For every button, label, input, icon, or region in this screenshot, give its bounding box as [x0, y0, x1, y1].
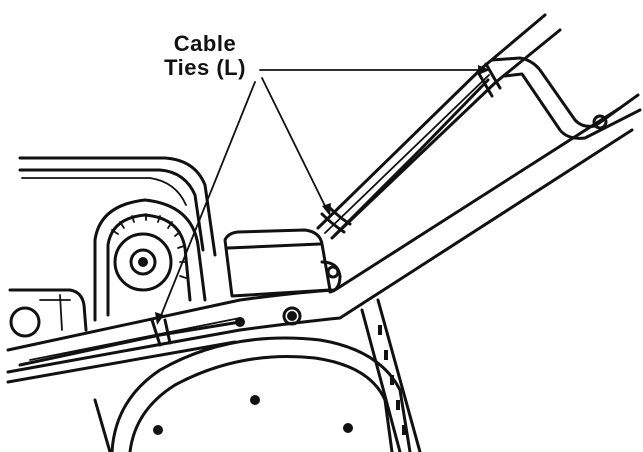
support-arm-upper: [316, 13, 562, 240]
cable-tie-left: [150, 318, 172, 347]
electrical-box: [223, 228, 342, 298]
left-bearing: [8, 288, 88, 338]
upper-right-bracket: [490, 56, 642, 140]
callout-line-1: Cable: [173, 31, 237, 56]
cable-ties-callout: Cable Ties (L): [150, 32, 260, 80]
frame-rail-lower: [6, 106, 634, 384]
upper-housing-cover: [18, 156, 217, 257]
callout-leader-lines: [155, 65, 490, 325]
right-panel: [360, 298, 422, 452]
flywheel-housing: [93, 336, 412, 452]
callout-line-2: Ties (L): [164, 55, 246, 80]
cable-tie-middle: [320, 206, 352, 234]
pulley-assembly: [93, 198, 207, 322]
cable-harness: [18, 78, 490, 367]
